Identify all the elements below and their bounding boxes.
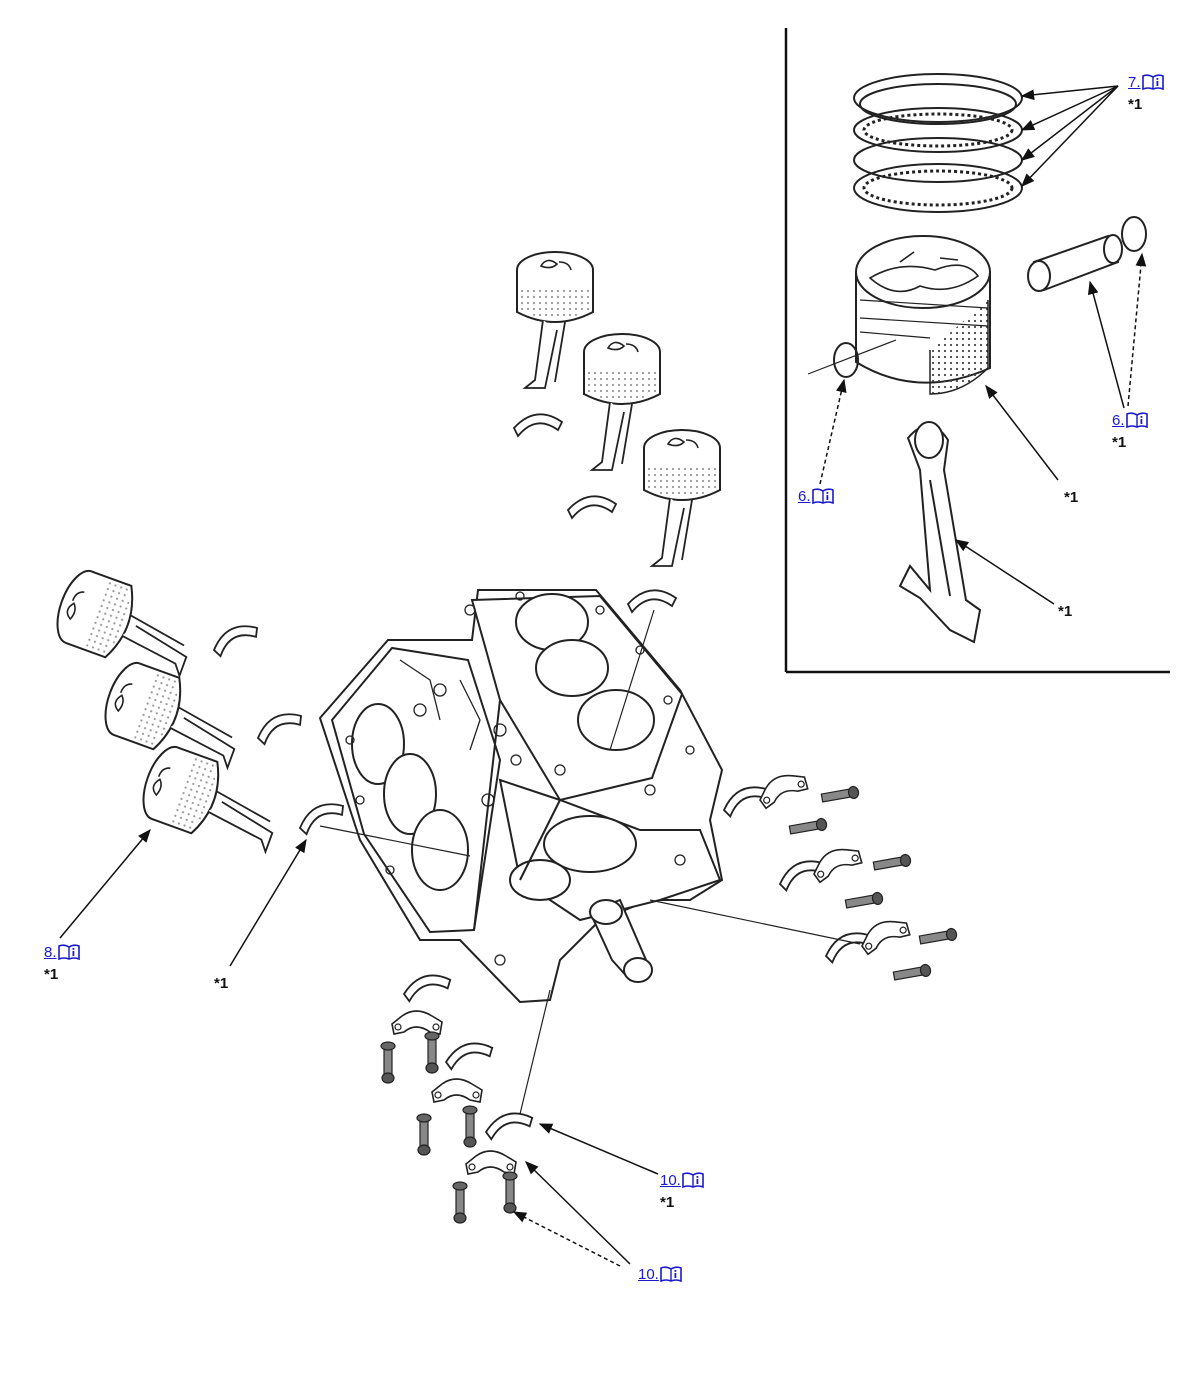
reference-number: 10. bbox=[660, 1172, 681, 1189]
book-info-icon bbox=[682, 1172, 704, 1188]
note-marker: *1 bbox=[1064, 489, 1079, 506]
callout-piston-rings: 7. *1 bbox=[1128, 74, 1164, 112]
main-bearing-cap-5 bbox=[431, 1078, 483, 1103]
reference-link[interactable]: 10. bbox=[638, 1266, 682, 1282]
main-leaders bbox=[59, 828, 659, 1267]
cap-bolt bbox=[844, 891, 885, 911]
bearing-shell-r2 bbox=[567, 495, 617, 519]
callout-pin-right: 6. *1 bbox=[1112, 412, 1148, 450]
cap-bolt bbox=[452, 1181, 468, 1224]
cap-bolt bbox=[416, 1113, 432, 1156]
reference-link[interactable]: 8. bbox=[44, 944, 80, 960]
alignment-lines bbox=[319, 609, 861, 1115]
callout-piston-note: *1 bbox=[1064, 490, 1078, 505]
piston-pin bbox=[1027, 234, 1123, 292]
bearing-shell-r1 bbox=[513, 413, 563, 437]
note-marker: *1 bbox=[1128, 96, 1143, 113]
inset-frame bbox=[784, 28, 1170, 674]
cap-bolt bbox=[872, 853, 913, 873]
connecting-rod bbox=[898, 421, 982, 644]
main-bearing-cap-6 bbox=[465, 1150, 517, 1175]
bearing-shell-r3 bbox=[627, 589, 677, 613]
main-bearing-upper-4 bbox=[400, 971, 454, 1003]
cap-bolt bbox=[892, 963, 933, 983]
piston-large bbox=[855, 235, 991, 395]
note-marker: *1 bbox=[214, 975, 229, 992]
cap-bolt bbox=[502, 1171, 518, 1214]
book-info-icon bbox=[1141, 74, 1164, 90]
snap-ring-right bbox=[1121, 216, 1147, 252]
piston-right-1 bbox=[516, 251, 594, 389]
bearing-shell-l1 bbox=[208, 619, 263, 659]
snap-ring-left bbox=[833, 342, 859, 378]
cap-bolt bbox=[918, 927, 959, 947]
main-bearing-cap-4 bbox=[391, 1010, 443, 1035]
piston-left-3 bbox=[133, 740, 290, 861]
note-marker: *1 bbox=[1058, 603, 1073, 620]
bearing-shell-l2 bbox=[252, 707, 307, 747]
reference-number: 10. bbox=[638, 1266, 659, 1283]
cap-bolt bbox=[820, 785, 861, 805]
reference-number: 6. bbox=[798, 488, 811, 505]
reference-link[interactable]: 6. bbox=[1112, 412, 1148, 428]
callout-cap-bolts: 10. bbox=[638, 1266, 682, 1283]
cap-bolt bbox=[424, 1031, 440, 1074]
piston-rings bbox=[853, 73, 1023, 213]
main-bearing-upper-5 bbox=[442, 1039, 496, 1071]
engine-block bbox=[318, 589, 724, 1004]
reference-link[interactable]: 6. bbox=[798, 488, 834, 504]
main-bearing-upper-6 bbox=[482, 1109, 536, 1141]
book-info-icon bbox=[660, 1266, 682, 1282]
callout-main-bearing: 10. *1 bbox=[660, 1172, 704, 1210]
cap-bolt bbox=[788, 817, 829, 837]
piston-left-1 bbox=[47, 564, 204, 685]
callout-rod-note: *1 bbox=[1058, 604, 1072, 619]
callout-snap-ring-left: 6. bbox=[798, 488, 834, 505]
reference-number: 6. bbox=[1112, 412, 1125, 429]
reference-number: 7. bbox=[1128, 74, 1141, 91]
reference-link[interactable]: 10. bbox=[660, 1172, 704, 1188]
callout-bearing-note: *1 bbox=[214, 976, 228, 991]
inset-leaders bbox=[819, 85, 1147, 605]
note-marker: *1 bbox=[660, 1194, 675, 1211]
piston-right-3 bbox=[643, 429, 721, 567]
reference-link[interactable]: 7. bbox=[1128, 74, 1164, 90]
reference-number: 8. bbox=[44, 944, 57, 961]
block-details bbox=[345, 591, 695, 966]
book-info-icon bbox=[1125, 412, 1148, 428]
note-marker: *1 bbox=[1112, 434, 1127, 451]
cap-bolt bbox=[462, 1105, 478, 1148]
book-info-icon bbox=[811, 488, 834, 504]
note-marker: *1 bbox=[44, 966, 59, 983]
cap-bolt bbox=[380, 1041, 396, 1084]
callout-piston-assembly: 8. *1 bbox=[44, 944, 80, 982]
book-info-icon bbox=[57, 944, 80, 960]
